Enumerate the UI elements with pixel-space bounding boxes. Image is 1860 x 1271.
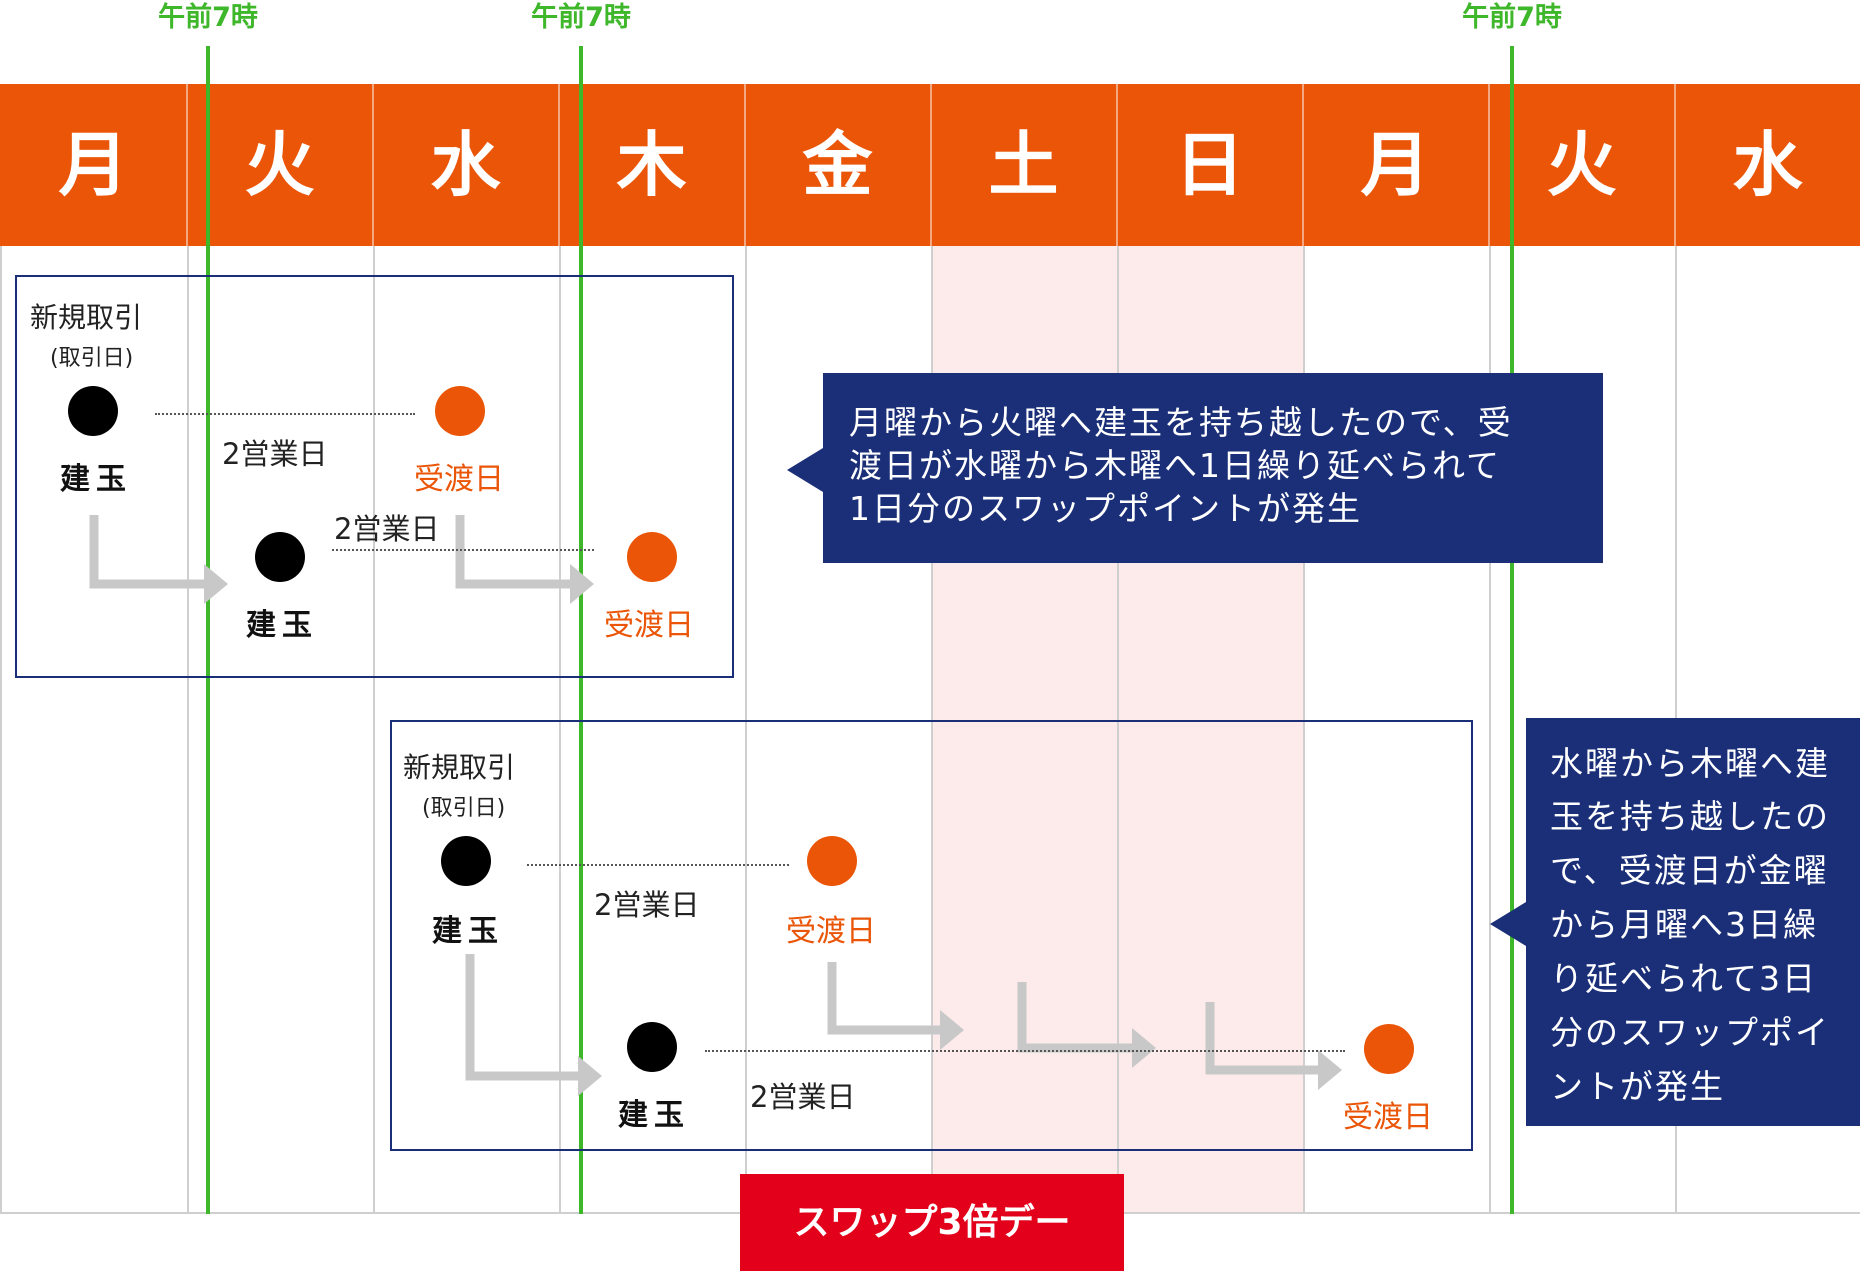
callout-pointer <box>1490 902 1526 946</box>
rollover-line <box>206 46 210 1214</box>
callout-line: 水曜から木曜へ建 <box>1550 744 1830 783</box>
new-trade-label: 新規取引 <box>30 301 143 334</box>
column-divider <box>1117 84 1119 1213</box>
dotted-connector <box>155 413 415 415</box>
day-wednesday: 水 <box>430 124 501 206</box>
callout-line: ントが発生 <box>1550 1067 1725 1106</box>
position-marker <box>255 532 305 582</box>
time-label-7am: 午前7時 <box>158 2 258 33</box>
business-days-label: 2営業日 <box>222 437 328 471</box>
day-thursday: 木 <box>616 124 687 206</box>
business-days-label: 2営業日 <box>750 1080 856 1114</box>
column-divider <box>1675 84 1677 1213</box>
settlement-marker <box>807 836 857 886</box>
callout-line: 1日分のスワップポイントが発生 <box>849 489 1362 528</box>
trade-day-label: (取引日) <box>422 796 506 821</box>
settlement-label: 受渡日 <box>1343 1100 1433 1135</box>
weekday-header <box>0 84 1860 246</box>
settlement-label: 受渡日 <box>604 608 694 643</box>
callout-line: から月曜へ3日繰 <box>1550 905 1818 944</box>
day-friday: 金 <box>802 124 873 206</box>
settlement-marker <box>1364 1024 1414 1074</box>
trade-day-label: (取引日) <box>50 346 134 371</box>
position-label: 建玉 <box>60 462 132 497</box>
callout-line: り延べられて3日 <box>1550 959 1818 998</box>
callout-line: 分のスワップポイ <box>1550 1013 1830 1052</box>
triple-swap-day-badge: スワップ3倍デー <box>740 1174 1124 1271</box>
day-tuesday-2: 火 <box>1546 124 1617 206</box>
dotted-connector <box>705 1050 1345 1052</box>
settlement-label: 受渡日 <box>414 462 504 497</box>
settlement-marker <box>435 386 485 436</box>
position-marker <box>68 386 118 436</box>
day-monday: 月 <box>58 124 129 206</box>
day-wednesday-2: 水 <box>1732 124 1803 206</box>
position-label: 建玉 <box>246 608 318 643</box>
column-divider <box>931 84 933 1213</box>
column-divider <box>1303 84 1305 1213</box>
day-saturday: 土 <box>988 124 1059 206</box>
callout-line: 渡日が水曜から木曜へ1日繰り延べられて <box>849 446 1502 485</box>
column-divider <box>1489 84 1491 1213</box>
callout-pointer <box>787 448 823 492</box>
column-divider <box>559 84 561 1213</box>
dotted-connector <box>332 549 594 551</box>
new-trade-label: 新規取引 <box>403 751 516 784</box>
callout-line: 玉を持ち越したの <box>1550 797 1830 836</box>
callout-line: 月曜から火曜へ建玉を持ち越したので、受 <box>849 403 1513 442</box>
settlement-marker <box>627 532 677 582</box>
column-divider <box>373 84 375 1213</box>
time-label-7am: 午前7時 <box>1462 2 1562 33</box>
settlement-label: 受渡日 <box>786 914 876 949</box>
day-sunday: 日 <box>1174 124 1245 206</box>
explanation-callout-1: 月曜から火曜へ建玉を持ち越したので、受 渡日が水曜から木曜へ1日繰り延べられて … <box>823 373 1603 563</box>
dotted-connector <box>527 864 789 866</box>
column-divider <box>745 84 747 1213</box>
position-marker <box>627 1022 677 1072</box>
column-divider <box>187 84 189 1213</box>
rollover-line <box>1510 46 1514 1214</box>
day-monday-2: 月 <box>1360 124 1431 206</box>
business-days-label: 2営業日 <box>594 888 700 922</box>
position-label: 建玉 <box>618 1098 690 1133</box>
callout-line: で、受渡日が金曜 <box>1550 851 1829 890</box>
example-box-2 <box>390 720 1473 1151</box>
position-marker <box>441 836 491 886</box>
time-label-7am: 午前7時 <box>531 2 631 33</box>
position-label: 建玉 <box>432 914 504 949</box>
day-tuesday: 火 <box>244 124 315 206</box>
explanation-callout-2: 水曜から木曜へ建 玉を持ち越したの で、受渡日が金曜 から月曜へ3日繰 り延べら… <box>1526 718 1860 1126</box>
rollover-line <box>579 46 583 1214</box>
example-box-1 <box>15 275 734 678</box>
business-days-label: 2営業日 <box>334 512 440 546</box>
